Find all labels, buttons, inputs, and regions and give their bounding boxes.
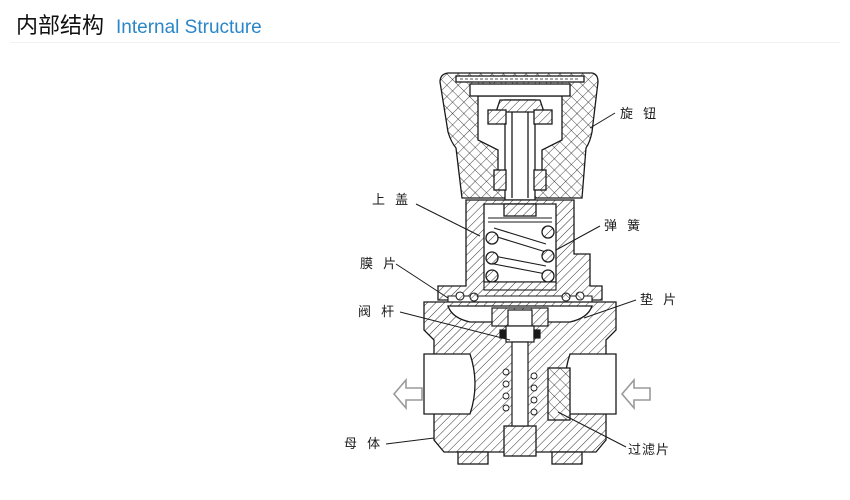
- knob-leader: [589, 112, 616, 129]
- spring-label: 弹 簧: [604, 218, 643, 234]
- gasket-label: 垫 片: [640, 292, 679, 308]
- page-header: 内部结构 Internal Structure: [16, 8, 262, 40]
- upper-cover-part: [437, 199, 603, 301]
- page-title: 内部结构: [16, 14, 105, 39]
- valve-stem-label: 阀 杆: [358, 305, 397, 320]
- upper-cover-label: 上 盖: [372, 193, 411, 208]
- filter-leader: [557, 411, 627, 448]
- inlet-arrow-icon: [620, 377, 651, 411]
- leader-lines: [385, 112, 637, 448]
- knob-part: [439, 72, 599, 201]
- filter-label: 过滤片: [628, 443, 670, 458]
- upper-cover-leader: [415, 203, 481, 237]
- knob-label: 旋 钮: [620, 107, 659, 122]
- gasket-leader: [583, 299, 637, 319]
- body-leader: [385, 437, 435, 445]
- body-label: 母 体: [344, 437, 383, 452]
- valve-stem-leader: [399, 311, 511, 341]
- valve-stem-part: [491, 307, 549, 427]
- diaphragm-leader: [395, 263, 449, 299]
- diaphragm-label: 膜 片: [360, 257, 399, 272]
- outlet-arrow-icon: [392, 377, 423, 411]
- header-divider: [10, 42, 840, 43]
- page-subtitle: Internal Structure: [116, 17, 262, 38]
- spring-leader: [555, 225, 601, 251]
